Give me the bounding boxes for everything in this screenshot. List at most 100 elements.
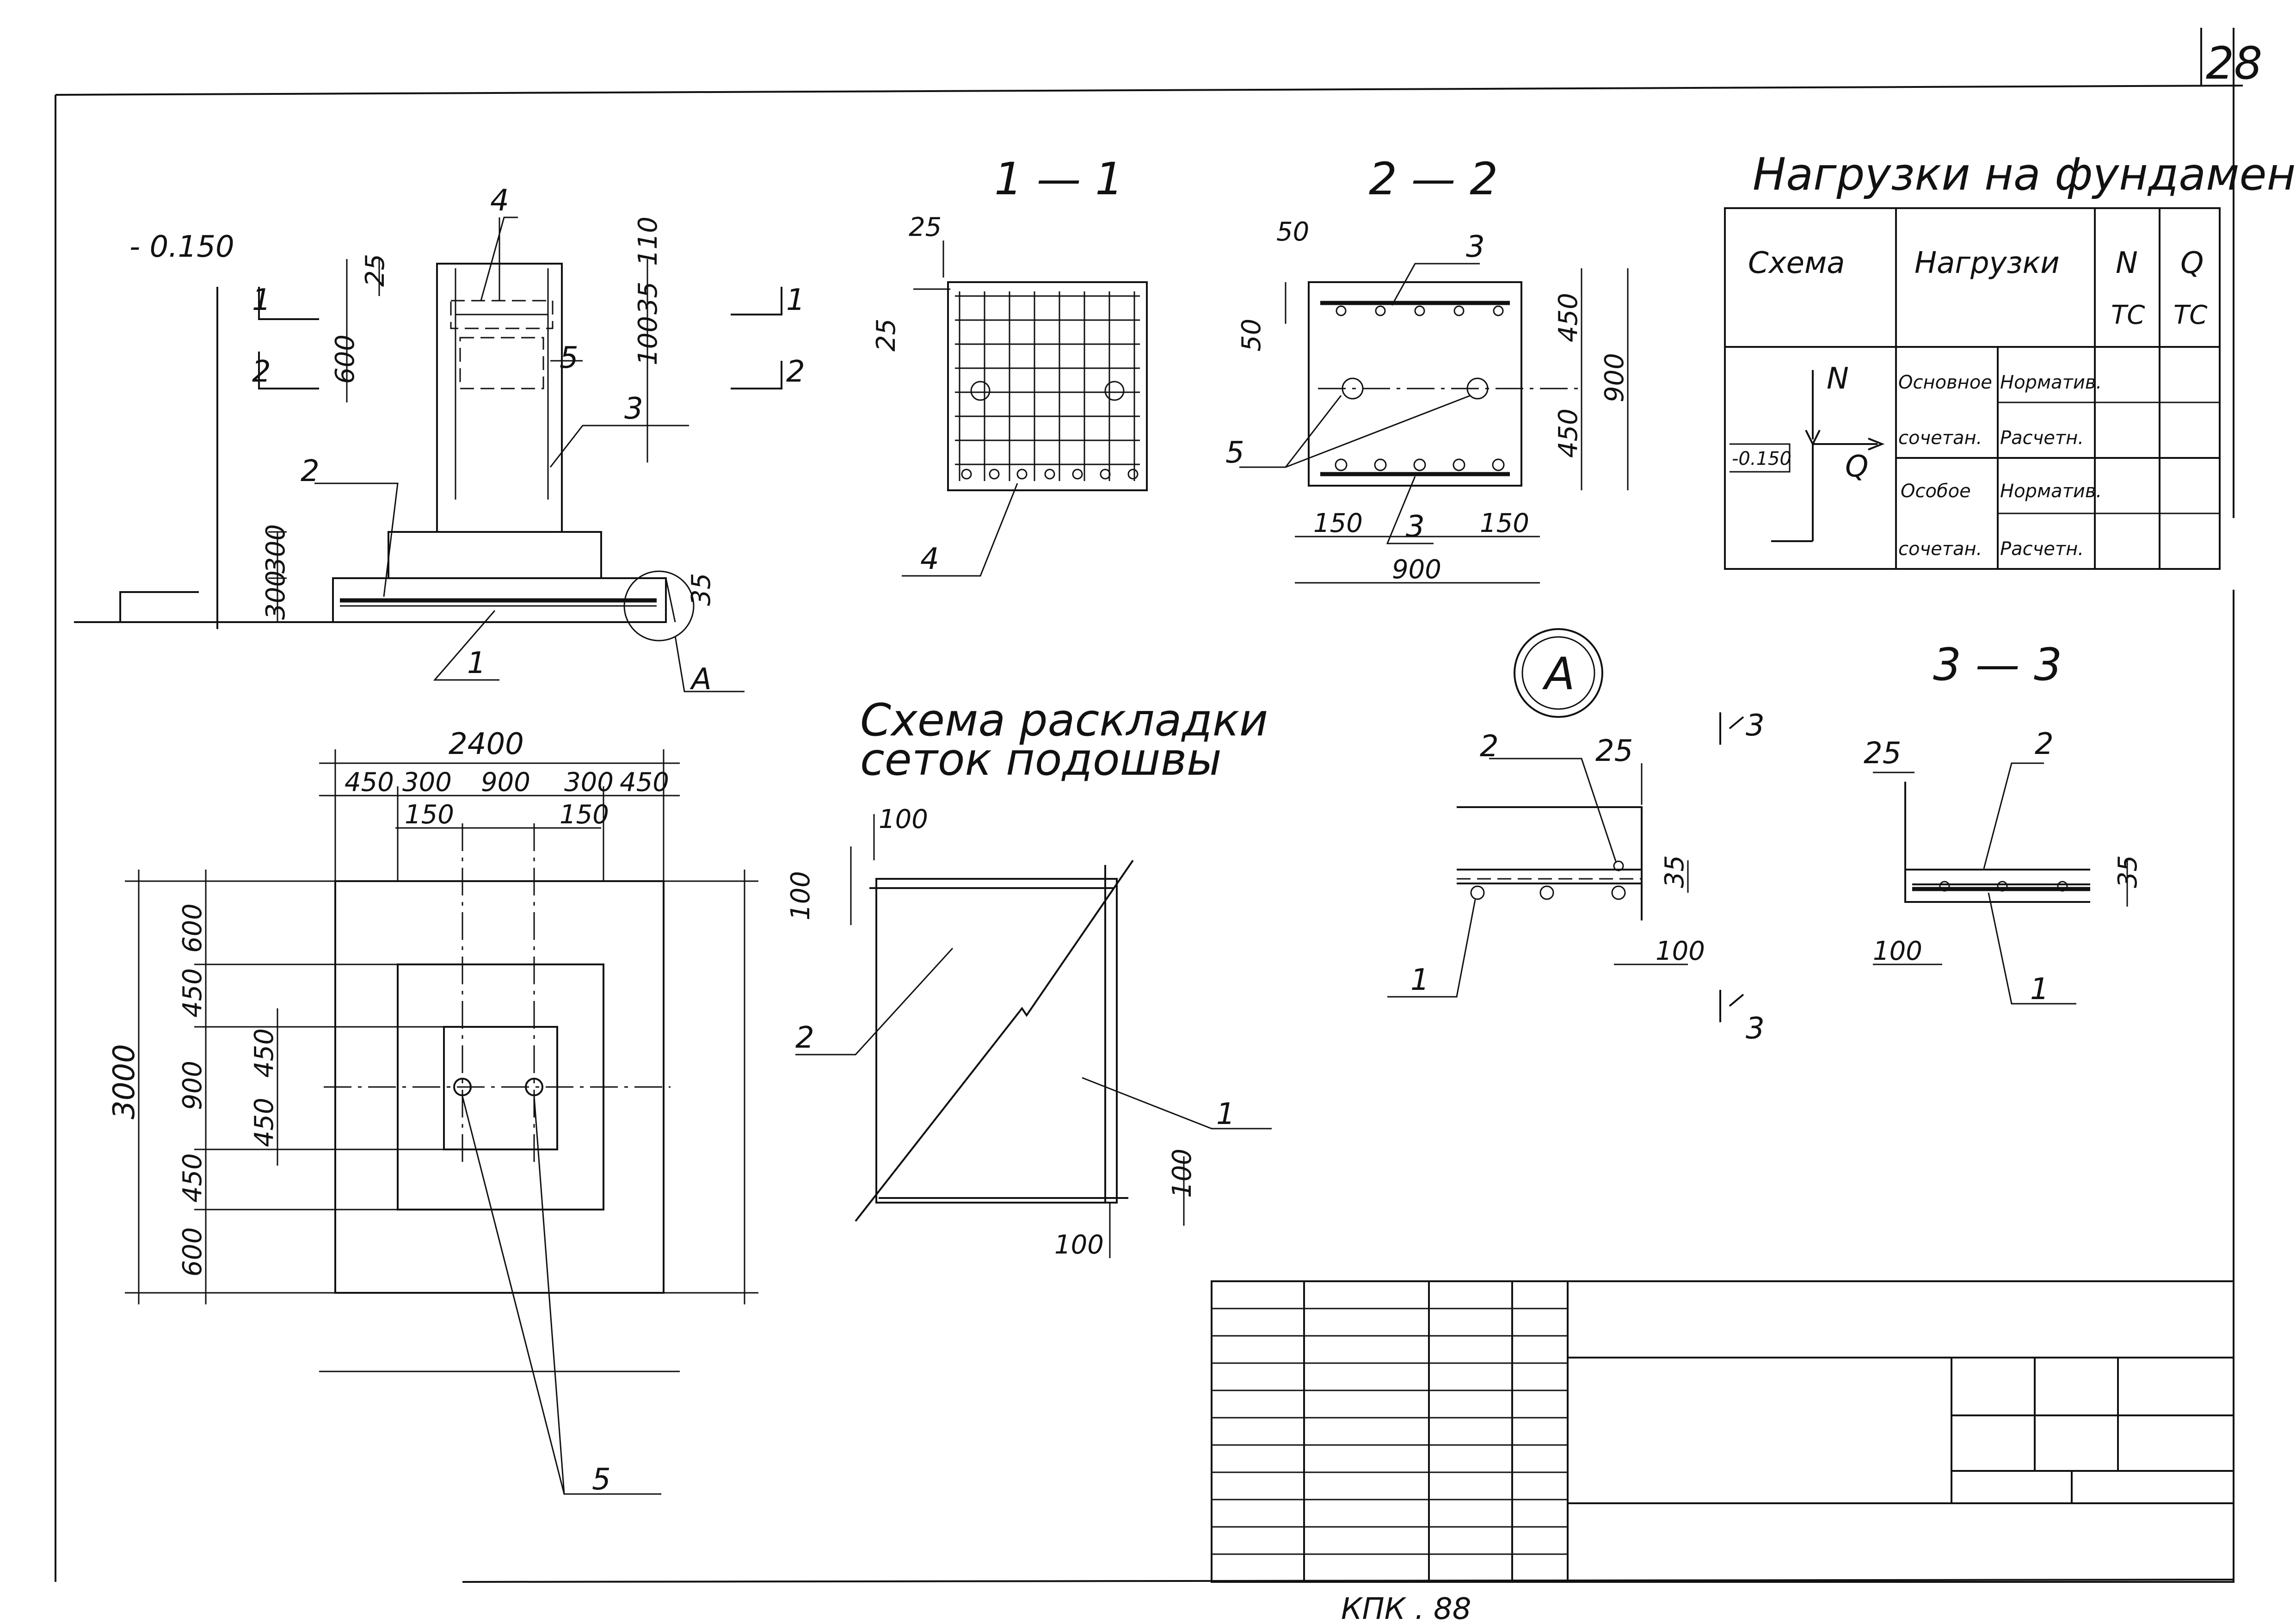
col-Q: Q — [2180, 246, 2204, 280]
s22-dim-900h: 900 — [1392, 555, 1441, 585]
plan-pos-5: 5 — [592, 1463, 611, 1497]
rebar-dot — [1072, 469, 1083, 480]
page-number: 28 — [2206, 37, 2262, 89]
s22-dim-50b: 50 — [1237, 319, 1267, 352]
plan-dim-v450b: 450 — [178, 1153, 208, 1203]
nodeA-pos-1: 1 — [1410, 963, 1429, 997]
dim-100: 100 — [633, 316, 663, 365]
r2-normative: Норматив. — [2000, 481, 2102, 502]
dim-300a: 300 — [261, 524, 291, 574]
rebar-dot — [1336, 305, 1347, 316]
drawing-frame — [55, 28, 2243, 1583]
plan-dim-150a: 150 — [405, 800, 454, 830]
rebar-dot — [1016, 469, 1028, 480]
plan-dim-900: 900 — [481, 767, 530, 797]
nodeA-pos-2: 2 — [1480, 729, 1499, 764]
foundation-elevation — [74, 216, 782, 692]
rebar-dot — [1493, 305, 1504, 316]
s22-dim-900v: 900 — [1600, 353, 1630, 402]
pos-1: 1 — [467, 646, 486, 680]
dim-600: 600 — [330, 334, 360, 384]
elevation-level: - 0.150 — [129, 230, 234, 264]
title-block — [1211, 1280, 2234, 1583]
dim-110: 110 — [633, 216, 663, 266]
row2-a: Особое — [1901, 481, 1971, 502]
s33-dim-35: 35 — [2113, 855, 2143, 888]
rebar-dot — [1413, 458, 1426, 471]
s33-dim-100: 100 — [1873, 936, 1922, 966]
section-1-1-title: 1 — 1 — [994, 153, 1123, 205]
s22-dim-150a: 150 — [1313, 508, 1363, 538]
loads-table-title: Нагрузки на фундамент — [1753, 148, 2296, 200]
r2-calculated: Расчетн. — [2000, 538, 2084, 560]
col-loads: Нагрузки — [1914, 246, 2060, 280]
s33-pos-1: 1 — [2030, 972, 2049, 1007]
mesh-pos-2: 2 — [795, 1021, 814, 1055]
plan-dim-vi450b: 450 — [249, 1098, 279, 1147]
row1-a: Основное — [1898, 372, 1992, 393]
mesh-dim-100b: 100 — [786, 871, 816, 920]
nodeA-dim-25: 25 — [1595, 734, 1633, 768]
section-3-3 — [1873, 762, 2128, 1005]
pos-4: 4 — [490, 184, 509, 218]
rebar-dot — [1374, 458, 1387, 471]
dim-300b: 300 — [261, 570, 291, 620]
col-N: N — [2116, 246, 2138, 280]
pos-3: 3 — [624, 392, 643, 426]
rebar-dot — [1335, 458, 1348, 471]
section-1-1 — [902, 241, 1148, 577]
s22-pos-5: 5 — [1225, 436, 1244, 470]
rebar-dot — [1375, 305, 1386, 316]
pos-A: A — [689, 662, 712, 697]
plan-dim-v600b: 600 — [178, 1227, 208, 1277]
plan-dim-300a: 300 — [402, 767, 452, 797]
plan-dim-450a: 450 — [345, 767, 394, 797]
s33-dim-25: 25 — [1864, 736, 1901, 771]
plan-dim-v900: 900 — [178, 1061, 208, 1110]
rebar-dot — [1414, 305, 1425, 316]
scheme-Q: Q — [1845, 450, 1868, 484]
s11-dim-25a: 25 — [909, 212, 942, 242]
dim-25: 25 — [360, 254, 390, 287]
scheme-level: -0.150 — [1732, 448, 1791, 469]
s22-dim-450a: 450 — [1553, 293, 1583, 342]
col-Q-unit: ТС — [2173, 300, 2207, 330]
rebar-dot — [1044, 469, 1055, 480]
s33-pos-2: 2 — [2035, 727, 2054, 761]
rebar-dot — [989, 469, 1000, 480]
nodeA-dim-100: 100 — [1656, 936, 1705, 966]
layout-title-1: Схема раскладки — [860, 694, 1268, 746]
cut-3-bottom: 3 — [1746, 1012, 1765, 1046]
cut-3-top: 3 — [1746, 709, 1765, 743]
loads-table — [1724, 207, 2221, 570]
section-2-2 — [1239, 263, 1629, 584]
plan-dim-450b: 450 — [620, 767, 669, 797]
plan-dim-v450a: 450 — [178, 968, 208, 1018]
plan-dim-2400: 2400 — [449, 727, 524, 761]
rebar-dot — [1453, 458, 1465, 471]
cut-1-left: 1 — [252, 283, 271, 317]
section-3-3-title: 3 — 3 — [1933, 639, 2062, 691]
r1-calculated: Расчетн. — [2000, 427, 2084, 449]
pos-2: 2 — [301, 454, 320, 488]
cut-2-left: 2 — [252, 355, 271, 389]
mesh-layout — [795, 814, 1272, 1258]
plan-dim-150b: 150 — [560, 800, 609, 830]
s11-pos-4: 4 — [920, 542, 939, 576]
row1-b: сочетан. — [1898, 427, 1982, 449]
rebar-dot — [1492, 458, 1505, 471]
col-scheme: Схема — [1748, 246, 1845, 280]
dim-35: 35 — [686, 573, 716, 606]
rebar-dot — [961, 469, 972, 480]
rebar-dot — [1453, 305, 1465, 316]
nodeA-dim-35: 35 — [1660, 855, 1690, 888]
dim-35b: 35 — [633, 282, 663, 315]
pos-5: 5 — [560, 341, 579, 375]
mesh-dim-100c: 100 — [1167, 1149, 1197, 1198]
cut-1-right: 1 — [786, 283, 805, 317]
layout-title-2: сеток подошвы — [860, 734, 1222, 785]
rebar-dot — [1127, 469, 1139, 480]
s22-pos-3a: 3 — [1466, 230, 1485, 264]
cut-2-right: 2 — [786, 355, 805, 389]
